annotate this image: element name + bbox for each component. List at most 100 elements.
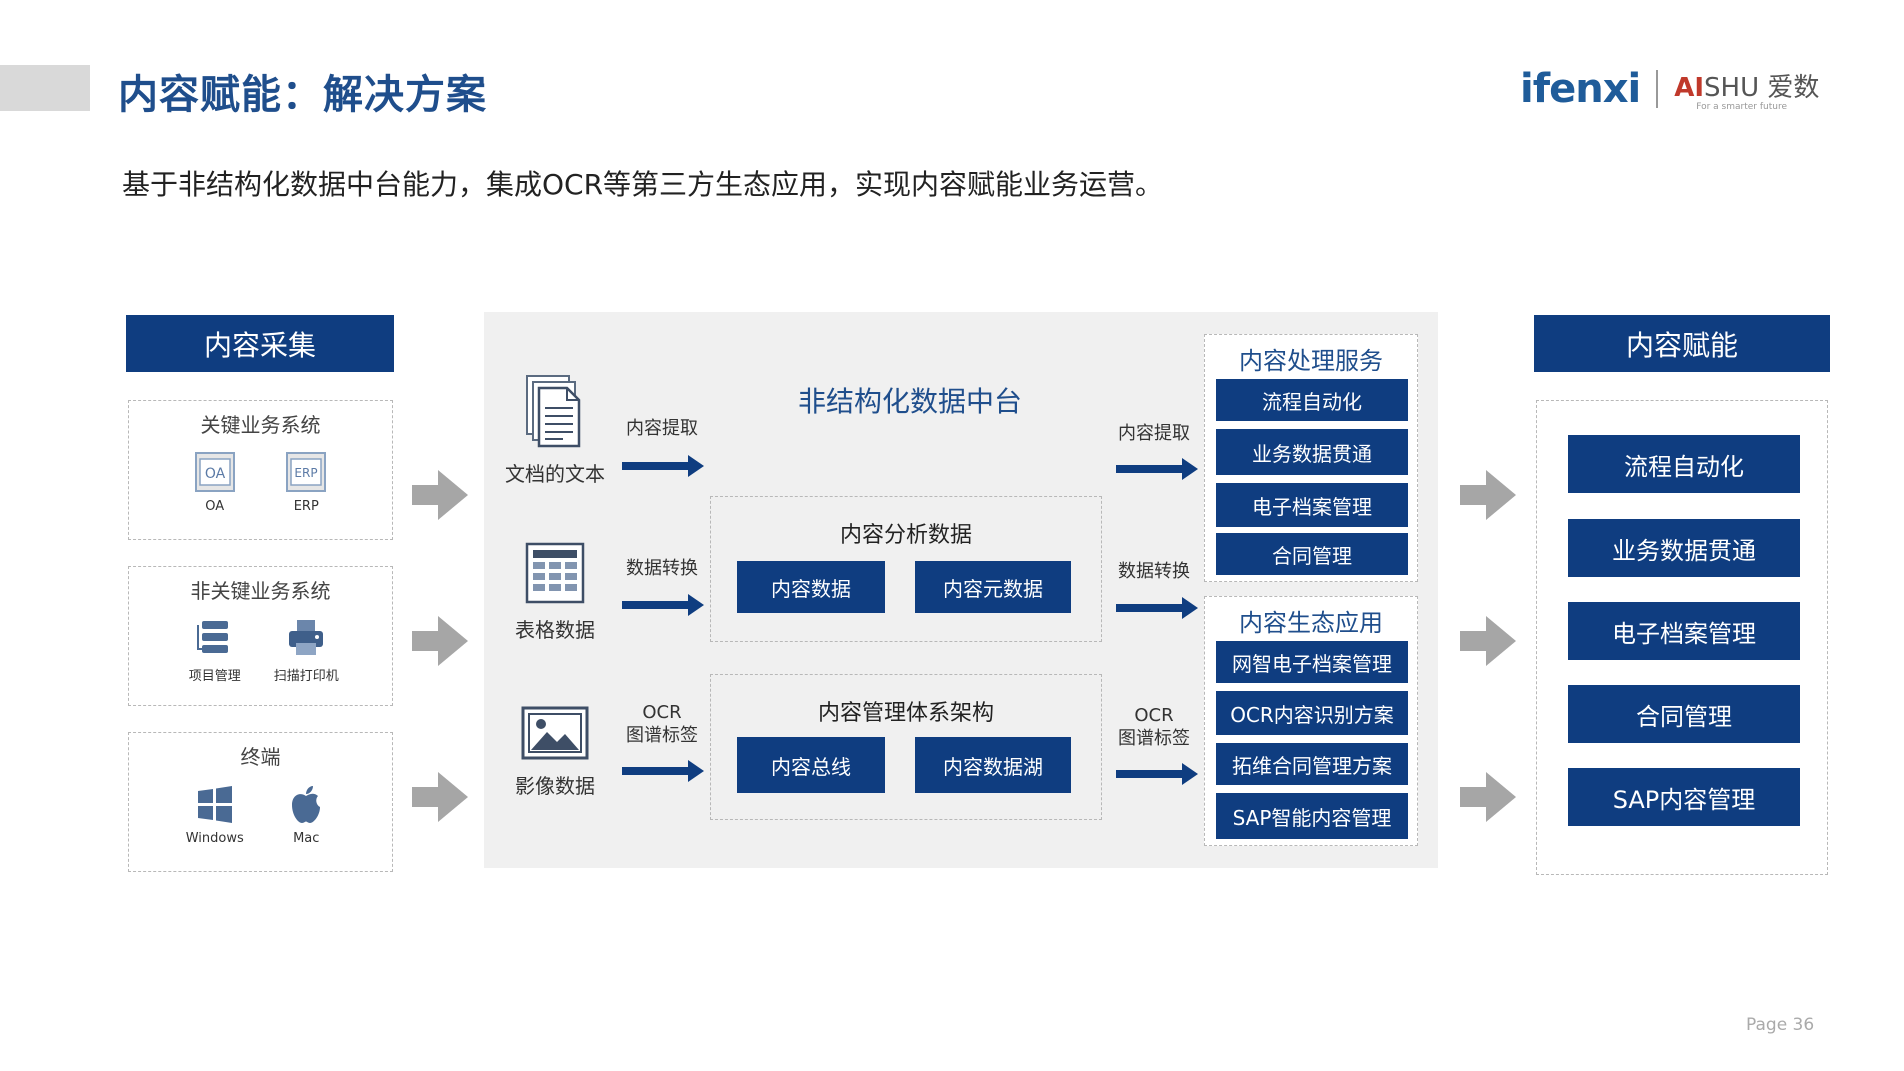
collection-header: 内容采集: [126, 315, 394, 372]
flow-label-line: 数据转换: [1118, 561, 1190, 582]
data-type-label: 表格数据: [515, 618, 595, 642]
content-data-lake-block: 内容数据湖: [915, 737, 1071, 793]
processing-service-item: 流程自动化: [1216, 379, 1408, 421]
scanner-printer-label: 扫描打印机: [273, 669, 339, 684]
arrow-right-icon: [1460, 616, 1516, 666]
oa-icon: OA: [194, 452, 235, 492]
flow-arrow-icon: [1116, 597, 1198, 619]
content-data-block: 内容数据: [737, 561, 885, 613]
empowerment-item: 合同管理: [1568, 685, 1800, 743]
arrow-right-icon: [412, 470, 468, 520]
empowerment-item: SAP内容管理: [1568, 768, 1800, 826]
brand-logos: ifenxi AISHU 爱数 For a smarter future: [1520, 66, 1819, 112]
title-accent-bar: [0, 65, 90, 111]
flow-label-extract-right: 内容提取: [1110, 422, 1198, 445]
erp-item: ERP ERP: [266, 451, 346, 514]
aishu-logo-ai: AI: [1674, 72, 1705, 103]
flow-arrow-icon: [622, 455, 704, 477]
collection-group-title: 终端: [240, 745, 281, 769]
empowerment-header: 内容赋能: [1534, 315, 1830, 372]
page-subtitle: 基于非结构化数据中台能力，集成OCR等第三方生态应用，实现内容赋能业务运营。: [122, 168, 1164, 201]
collection-group-title: 非关键业务系统: [190, 579, 331, 603]
mac-item: Mac: [266, 783, 346, 846]
erp-icon: ERP: [286, 452, 327, 492]
processing-service-item: 业务数据贯通: [1216, 429, 1408, 475]
processing-services-title: 内容处理服务: [1239, 347, 1383, 375]
table-icon: [525, 542, 585, 604]
flow-arrow-icon: [622, 760, 704, 782]
oa-item: OA OA: [175, 451, 255, 514]
processing-service-item: 电子档案管理: [1216, 483, 1408, 527]
aishu-tagline: For a smarter future: [1696, 101, 1787, 112]
windows-item: Windows: [175, 783, 255, 846]
windows-label: Windows: [185, 831, 244, 846]
flow-label-line: 数据转换: [626, 558, 698, 579]
document-icon: [526, 375, 581, 448]
mac-label: Mac: [293, 831, 320, 846]
collection-group-terminals: 终端 Windows Mac: [128, 732, 393, 872]
processing-service-item: 合同管理: [1216, 533, 1408, 575]
flow-arrow-icon: [622, 594, 704, 616]
data-type-document: 文档的文本: [500, 372, 610, 487]
content-analysis-title: 内容分析数据: [839, 523, 972, 548]
ecosystem-app-item: 网智电子档案管理: [1216, 641, 1408, 683]
windows-icon: [197, 786, 232, 823]
page-number: Page 36: [1746, 1015, 1815, 1035]
flow-label-transform-left: 数据转换: [618, 557, 706, 580]
project-management-label: 项目管理: [188, 669, 241, 684]
flow-label-ocr-left: OCR 图谱标签: [618, 701, 706, 747]
empowerment-item: 流程自动化: [1568, 435, 1800, 493]
content-processing-services-box: 内容处理服务 流程自动化 业务数据贯通 电子档案管理 合同管理: [1204, 334, 1418, 582]
page-title: 内容赋能：解决方案: [118, 72, 487, 118]
flow-label-line: 图谱标签: [626, 725, 698, 746]
data-type-label: 文档的文本: [505, 462, 605, 486]
erp-label: ERP: [293, 499, 319, 514]
flow-label-line: 内容提取: [1118, 423, 1190, 444]
collection-group-key-systems: 关键业务系统 OA OA ERP ERP: [128, 400, 393, 540]
empowerment-item: 业务数据贯通: [1568, 519, 1800, 577]
image-icon: [521, 706, 589, 760]
content-ecosystem-apps-box: 内容生态应用 网智电子档案管理 OCR内容识别方案 拓维合同管理方案 SAP智能…: [1204, 596, 1418, 846]
arrow-right-icon: [412, 772, 468, 822]
logo-divider: [1656, 70, 1659, 108]
ecosystem-apps-title: 内容生态应用: [1239, 609, 1383, 637]
data-type-label: 影像数据: [515, 774, 595, 798]
flow-label-line: OCR: [642, 702, 682, 723]
scanner-printer-item: 扫描打印机: [266, 617, 346, 684]
empowerment-box: 流程自动化 业务数据贯通 电子档案管理 合同管理 SAP内容管理: [1536, 400, 1828, 875]
content-metadata-block: 内容元数据: [915, 561, 1071, 613]
flow-arrow-icon: [1116, 458, 1198, 480]
arrow-right-icon: [1460, 772, 1516, 822]
flow-label-line: OCR: [1134, 705, 1174, 726]
flow-label-extract-left: 内容提取: [618, 417, 706, 440]
aishu-logo-text: SHU 爱数: [1704, 72, 1820, 103]
flow-arrow-icon: [1116, 763, 1198, 785]
flow-label-line: 内容提取: [626, 418, 698, 439]
content-management-title: 内容管理体系架构: [817, 701, 994, 726]
content-analysis-box: 内容分析数据 内容数据 内容元数据: [710, 496, 1102, 642]
ifenxi-logo: ifenxi: [1520, 66, 1641, 112]
svg-text:OA: OA: [205, 466, 226, 482]
data-type-image: 影像数据: [500, 706, 610, 799]
content-bus-block: 内容总线: [737, 737, 885, 793]
arrow-right-icon: [1460, 470, 1516, 520]
ecosystem-app-item: SAP智能内容管理: [1216, 793, 1408, 839]
oa-label: OA: [205, 499, 225, 514]
collection-group-non-key-systems: 非关键业务系统 项目管理 扫描打印机: [128, 566, 393, 706]
ecosystem-app-item: 拓维合同管理方案: [1216, 743, 1408, 785]
platform-title: 非结构化数据中台: [798, 385, 1023, 418]
project-management-item: 项目管理: [175, 617, 255, 684]
empowerment-item: 电子档案管理: [1568, 602, 1800, 660]
content-management-box: 内容管理体系架构 内容总线 内容数据湖: [710, 674, 1102, 820]
ecosystem-app-item: OCR内容识别方案: [1216, 691, 1408, 735]
data-type-table: 表格数据: [500, 542, 610, 643]
flow-label-line: 图谱标签: [1118, 728, 1190, 749]
aishu-logo: AISHU 爱数 For a smarter future: [1674, 67, 1819, 112]
scanner-printer-icon: [289, 620, 324, 655]
flow-label-transform-right: 数据转换: [1110, 560, 1198, 583]
project-management-icon: [196, 621, 228, 653]
flow-label-ocr-right: OCR 图谱标签: [1110, 704, 1198, 750]
arrow-right-icon: [412, 616, 468, 666]
collection-group-title: 关键业务系统: [200, 413, 321, 437]
svg-text:ERP: ERP: [295, 466, 318, 480]
